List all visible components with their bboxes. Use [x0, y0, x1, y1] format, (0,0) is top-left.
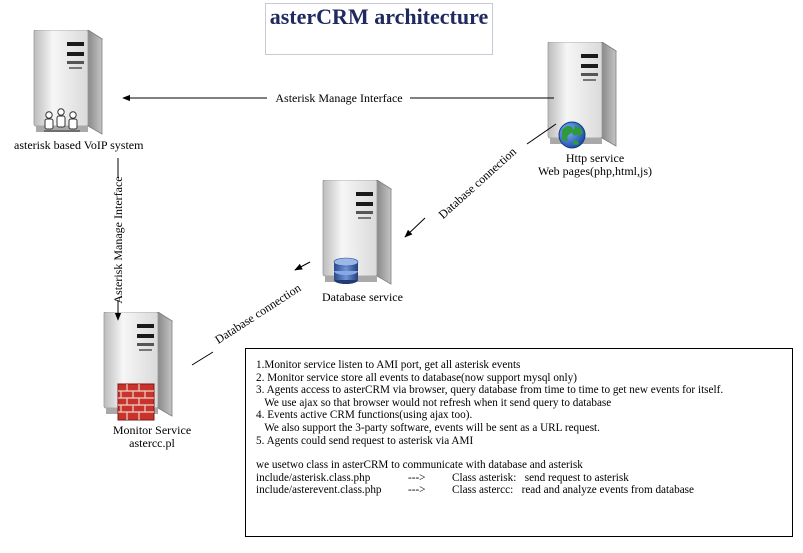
class-row: include/asterevent.class.php ---> Class …	[256, 484, 788, 497]
database-node-label: Database service	[322, 290, 403, 304]
database-icon	[333, 257, 359, 284]
http-node-title: Http service	[565, 151, 625, 165]
ami-left-label: Asterisk Manage Interface	[111, 176, 125, 303]
db-left-label: Database connection	[212, 281, 303, 347]
monitor-node-subtitle: astercc.pl	[129, 436, 175, 450]
note-line: 1.Monitor service listen to AMI port, ge…	[256, 359, 521, 371]
db-left-connection	[191, 261, 311, 366]
class-file: include/asterevent.class.php	[256, 484, 382, 497]
note-line: We also support the 3-party software, ev…	[256, 421, 600, 434]
users-icon	[44, 108, 80, 132]
db-right-label: Database connection	[436, 144, 519, 221]
http-node-label: Http service Web pages(php,html,js)	[520, 152, 670, 178]
note-line: 3. Agents access to asterCRM via browser…	[256, 384, 724, 397]
diagram-title: asterCRM architecture	[269, 4, 489, 29]
voip-node-label: asterisk based VoIP system	[14, 138, 144, 152]
http-node-subtitle: Web pages(php,html,js)	[537, 164, 652, 178]
note-line: We use ajax so that browser would not re…	[256, 396, 612, 409]
class-arrow: --->	[408, 471, 426, 484]
class-file: include/asterisk.class.php	[256, 471, 371, 484]
voip-server-icon	[33, 30, 103, 135]
ami-top-label: Asterisk Manage Interface	[275, 91, 402, 105]
monitor-node-title: Monitor Service	[112, 423, 192, 437]
title-frame	[265, 3, 493, 55]
class-arrow: --->	[408, 484, 426, 497]
note-line: 5. Agents could send request to asterisk…	[256, 434, 474, 447]
class-row: include/asterisk.class.php ---> Class as…	[256, 472, 788, 485]
class-desc: Class astercc: read and analyze events f…	[452, 484, 694, 497]
notes-box: 1.Monitor service listen to AMI port, ge…	[245, 348, 793, 537]
monitor-node-label: Monitor Service astercc.pl	[92, 424, 212, 450]
firewall-icon	[117, 383, 155, 421]
note-line: 2. Monitor service store all events to d…	[256, 371, 577, 384]
globe-icon	[558, 121, 586, 149]
db-right-connection	[404, 123, 557, 238]
classes-intro: we usetwo class in asterCRM to communica…	[256, 459, 583, 472]
note-line: 4. Events active CRM functions(using aja…	[256, 409, 473, 422]
class-desc: Class asterisk: send request to asterisk	[452, 471, 629, 484]
